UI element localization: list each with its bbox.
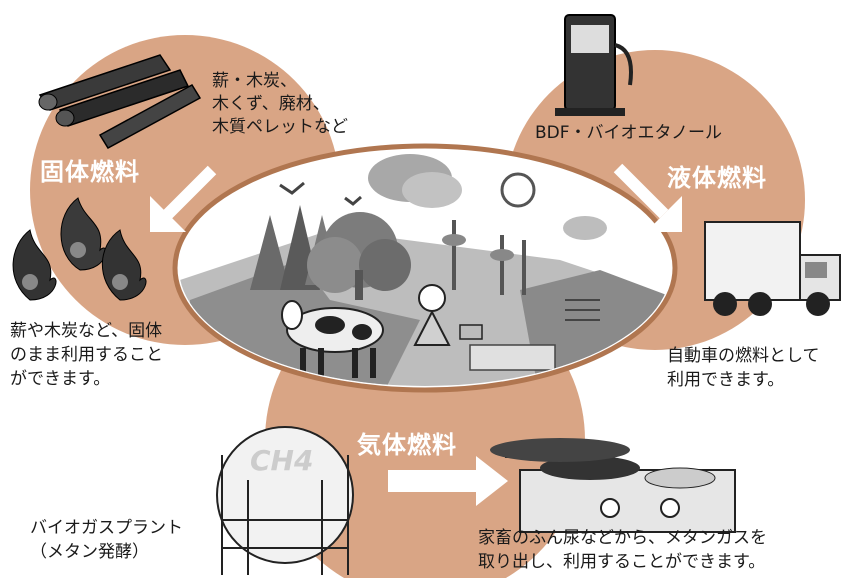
fuel-pump-illustration	[555, 14, 633, 116]
gas-stove-illustration	[490, 438, 736, 533]
gas-plant-label-1: バイオガスプラント	[30, 518, 183, 538]
flames-illustration	[12, 197, 147, 301]
solid-use-line-1: 薪や木炭など、固体	[10, 321, 163, 341]
firewood-illustration	[38, 54, 202, 149]
liquid-use-line-2: 利用できます。	[667, 370, 785, 390]
methane-tank-label: CH4	[250, 444, 313, 477]
liquid-fuel-title: 液体燃料	[667, 164, 767, 192]
truck-illustration	[704, 221, 841, 316]
methane-tank-illustration	[216, 426, 354, 575]
liquid-example: BDF・バイオエタノール	[535, 123, 723, 143]
gas-use-line-2: 取り出し、利用することができます。	[478, 552, 766, 572]
gas-fuel-title: 気体燃料	[357, 431, 457, 459]
solid-example-2: 木くず、廃材、	[212, 94, 330, 114]
gas-arrow	[388, 456, 508, 506]
liquid-use-line-1: 自動車の燃料として	[667, 346, 820, 366]
solid-arrow	[150, 165, 217, 232]
gas-use-line-1: 家畜のふん尿などから、メタンガスを	[478, 528, 767, 548]
liquid-arrow	[613, 163, 682, 232]
solid-example-1: 薪・木炭、	[212, 71, 297, 91]
gas-plant-label-2: （メタン発酵）	[30, 542, 149, 562]
solid-use-line-2: のまま利用すること	[10, 345, 163, 365]
solid-example-3: 木質ペレットなど	[212, 117, 348, 137]
solid-use-line-3: ができます。	[10, 369, 111, 389]
solid-fuel-title: 固体燃料	[40, 158, 140, 186]
